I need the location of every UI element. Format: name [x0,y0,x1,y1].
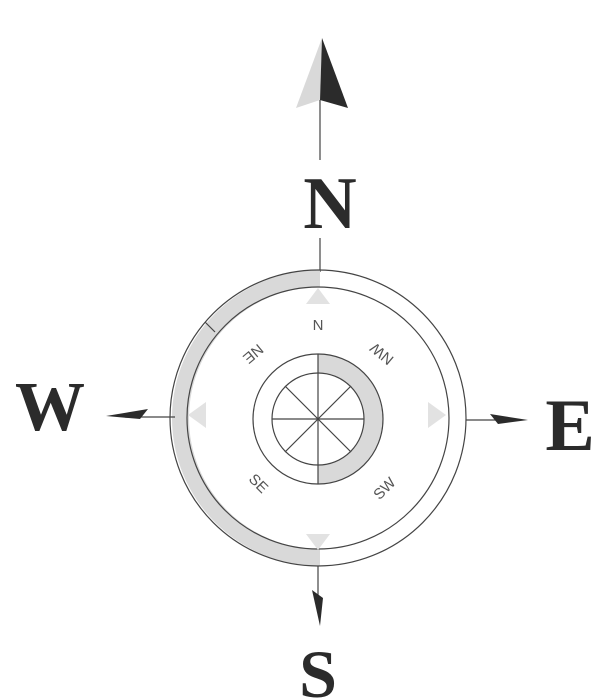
ring-east-marker [428,402,446,428]
ring-west-marker [188,402,206,428]
south-letter: S [299,636,337,699]
west-arrow [106,409,175,419]
ring-south-marker [306,534,330,550]
south-arrow-head [312,590,323,626]
inner-label-ne: NE [239,340,266,366]
north-arrow-left-half [296,38,322,108]
inner-label-sw: SW [370,474,400,504]
east-letter: E [545,385,594,467]
east-arrow-head [490,414,528,424]
north-letter: N [303,163,356,245]
ring-north-marker [306,288,330,304]
west-letter: W [15,369,85,446]
north-arrow [296,38,348,160]
inner-label-se: SE [245,471,271,497]
south-arrow [312,566,323,626]
inner-label-north: N [313,317,324,334]
inner-label-nw: NW [366,338,397,368]
center-hub [253,354,383,484]
east-arrow [466,414,528,424]
north-arrow-right-half [320,38,348,108]
